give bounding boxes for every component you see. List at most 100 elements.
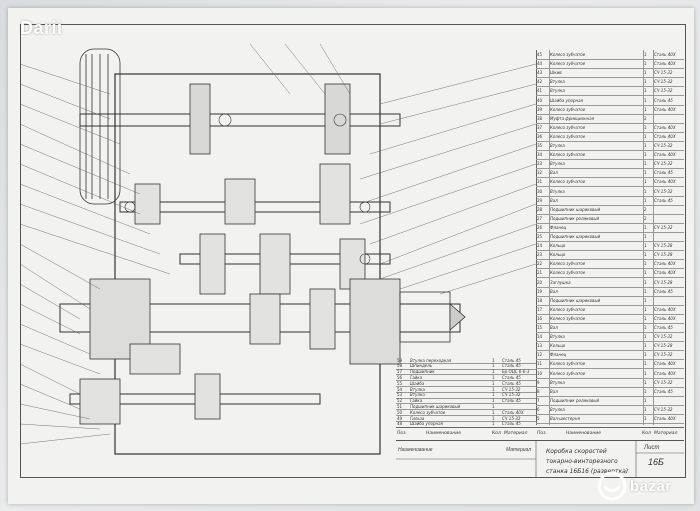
cell-material: Сталь 40Х bbox=[654, 179, 676, 185]
cell-material: Сталь 40Х bbox=[654, 52, 676, 57]
cell-pos: 24 bbox=[537, 243, 543, 249]
cell-qty: 1 bbox=[644, 397, 647, 403]
cell-pos: 53 bbox=[397, 392, 403, 398]
cell-material: Сталь 45 bbox=[502, 380, 521, 386]
cell-name: Заглушка bbox=[550, 279, 571, 285]
cell-name: Колесо зубчатое bbox=[550, 306, 586, 312]
cell-qty: 1 bbox=[492, 403, 495, 409]
cell-pos: 55 bbox=[397, 380, 403, 386]
cell-qty: 1 bbox=[644, 252, 647, 258]
cell-pos: 52 bbox=[397, 398, 403, 404]
cell-material: СЧ 15-32 bbox=[654, 79, 673, 85]
cell-name: Колесо зубчатое bbox=[550, 179, 586, 185]
title-block-left-label: Наименование bbox=[398, 447, 433, 453]
cell-name: Кольцо bbox=[550, 243, 566, 249]
cell-pos: 6 bbox=[537, 406, 540, 412]
cell-material: Сталь 45 bbox=[502, 357, 521, 363]
cell-name: Вал bbox=[550, 197, 558, 203]
table-header-right: Поз. Наименование Кол Материал bbox=[536, 427, 684, 441]
cell-name: Втулка bbox=[550, 79, 565, 85]
cell-pos: 5 bbox=[537, 416, 540, 421]
cell-name: Подшипник роликовый bbox=[550, 397, 600, 403]
cell-pos: 34 bbox=[537, 152, 543, 158]
cell-pos: 12 bbox=[537, 352, 543, 358]
cell-name: Колесо зубчатое bbox=[550, 106, 586, 112]
cell-name: Втулка bbox=[550, 188, 565, 194]
cell-pos: 17 bbox=[537, 306, 543, 312]
cell-name: Шайба упорная bbox=[550, 97, 583, 103]
cell-material: СЧ 15-32 bbox=[654, 88, 673, 94]
cell-qty: 1 bbox=[644, 88, 647, 94]
cell-qty: 1 bbox=[644, 152, 647, 158]
cell-qty: 1 bbox=[644, 261, 647, 267]
header-material-right: Материал bbox=[654, 431, 678, 436]
cell-pos: 54 bbox=[397, 386, 403, 392]
cell-name: Втулка bbox=[550, 88, 565, 94]
spindle-nose bbox=[399, 291, 466, 343]
cell-pos: 20 bbox=[537, 279, 543, 285]
cell-material: Сталь 40Х bbox=[654, 133, 676, 139]
cell-name: Кольцо bbox=[550, 343, 566, 349]
gears bbox=[79, 83, 401, 425]
cell-qty: 1 bbox=[644, 388, 647, 394]
cell-pos: 15 bbox=[537, 325, 543, 330]
cell-material: Сталь 40Х bbox=[502, 409, 524, 415]
cell-name: Колесо зубчатое bbox=[550, 61, 586, 67]
cell-name: Колесо зубчатое bbox=[550, 124, 586, 130]
cell-material: СЧ 15-32 bbox=[654, 143, 673, 148]
cell-name: Втулка bbox=[410, 386, 425, 392]
cell-material: Сталь 45 bbox=[502, 374, 521, 380]
cell-material: Сталь 40Х bbox=[654, 306, 676, 312]
cell-pos: 19 bbox=[537, 288, 543, 294]
cell-pos: 9 bbox=[537, 379, 540, 385]
cell-qty: 1 bbox=[492, 415, 495, 421]
cell-qty: 1 bbox=[644, 243, 647, 249]
cell-name: Втулка bbox=[550, 379, 565, 385]
cell-qty: 1 bbox=[644, 161, 647, 167]
cell-pos: 48 bbox=[397, 421, 403, 427]
cell-name: Подшипник шариковый bbox=[550, 234, 601, 239]
cell-qty: 1 bbox=[644, 306, 647, 312]
cell-name: Подшипник bbox=[410, 369, 435, 375]
cell-pos: 16 bbox=[537, 315, 543, 321]
cell-name: Колесо зубчатое bbox=[550, 270, 586, 276]
cell-pos: 11 bbox=[537, 361, 543, 367]
header-pos: Поз. bbox=[397, 431, 407, 436]
cell-qty: 1 bbox=[644, 343, 647, 349]
cell-name: Гайка bbox=[410, 398, 423, 404]
cell-name: Фланец bbox=[550, 352, 567, 358]
cell-pos: 50 bbox=[397, 409, 403, 415]
cell-material: СЧ 15-32 bbox=[654, 188, 673, 194]
cell-qty: 2 bbox=[644, 215, 647, 221]
cell-name: Колесо зубчатое bbox=[410, 409, 446, 415]
header-qty-right: Кол bbox=[642, 431, 651, 436]
cell-material: Сталь 40Х bbox=[654, 361, 676, 367]
cell-material: Сталь 45 bbox=[502, 398, 521, 404]
cell-pos: 8 bbox=[537, 388, 540, 394]
cell-material: СЧ 15-28 bbox=[654, 252, 673, 258]
cell-pos: 10 bbox=[537, 370, 543, 376]
cell-qty: 1 bbox=[644, 315, 647, 321]
cell-qty: 1 bbox=[644, 224, 647, 230]
cell-qty: 1 bbox=[492, 386, 495, 392]
cell-qty: 2 bbox=[644, 115, 647, 121]
cell-name: Шпиндель bbox=[410, 363, 433, 369]
cell-pos: 56 bbox=[397, 374, 403, 380]
cell-pos: 39 bbox=[537, 106, 543, 112]
